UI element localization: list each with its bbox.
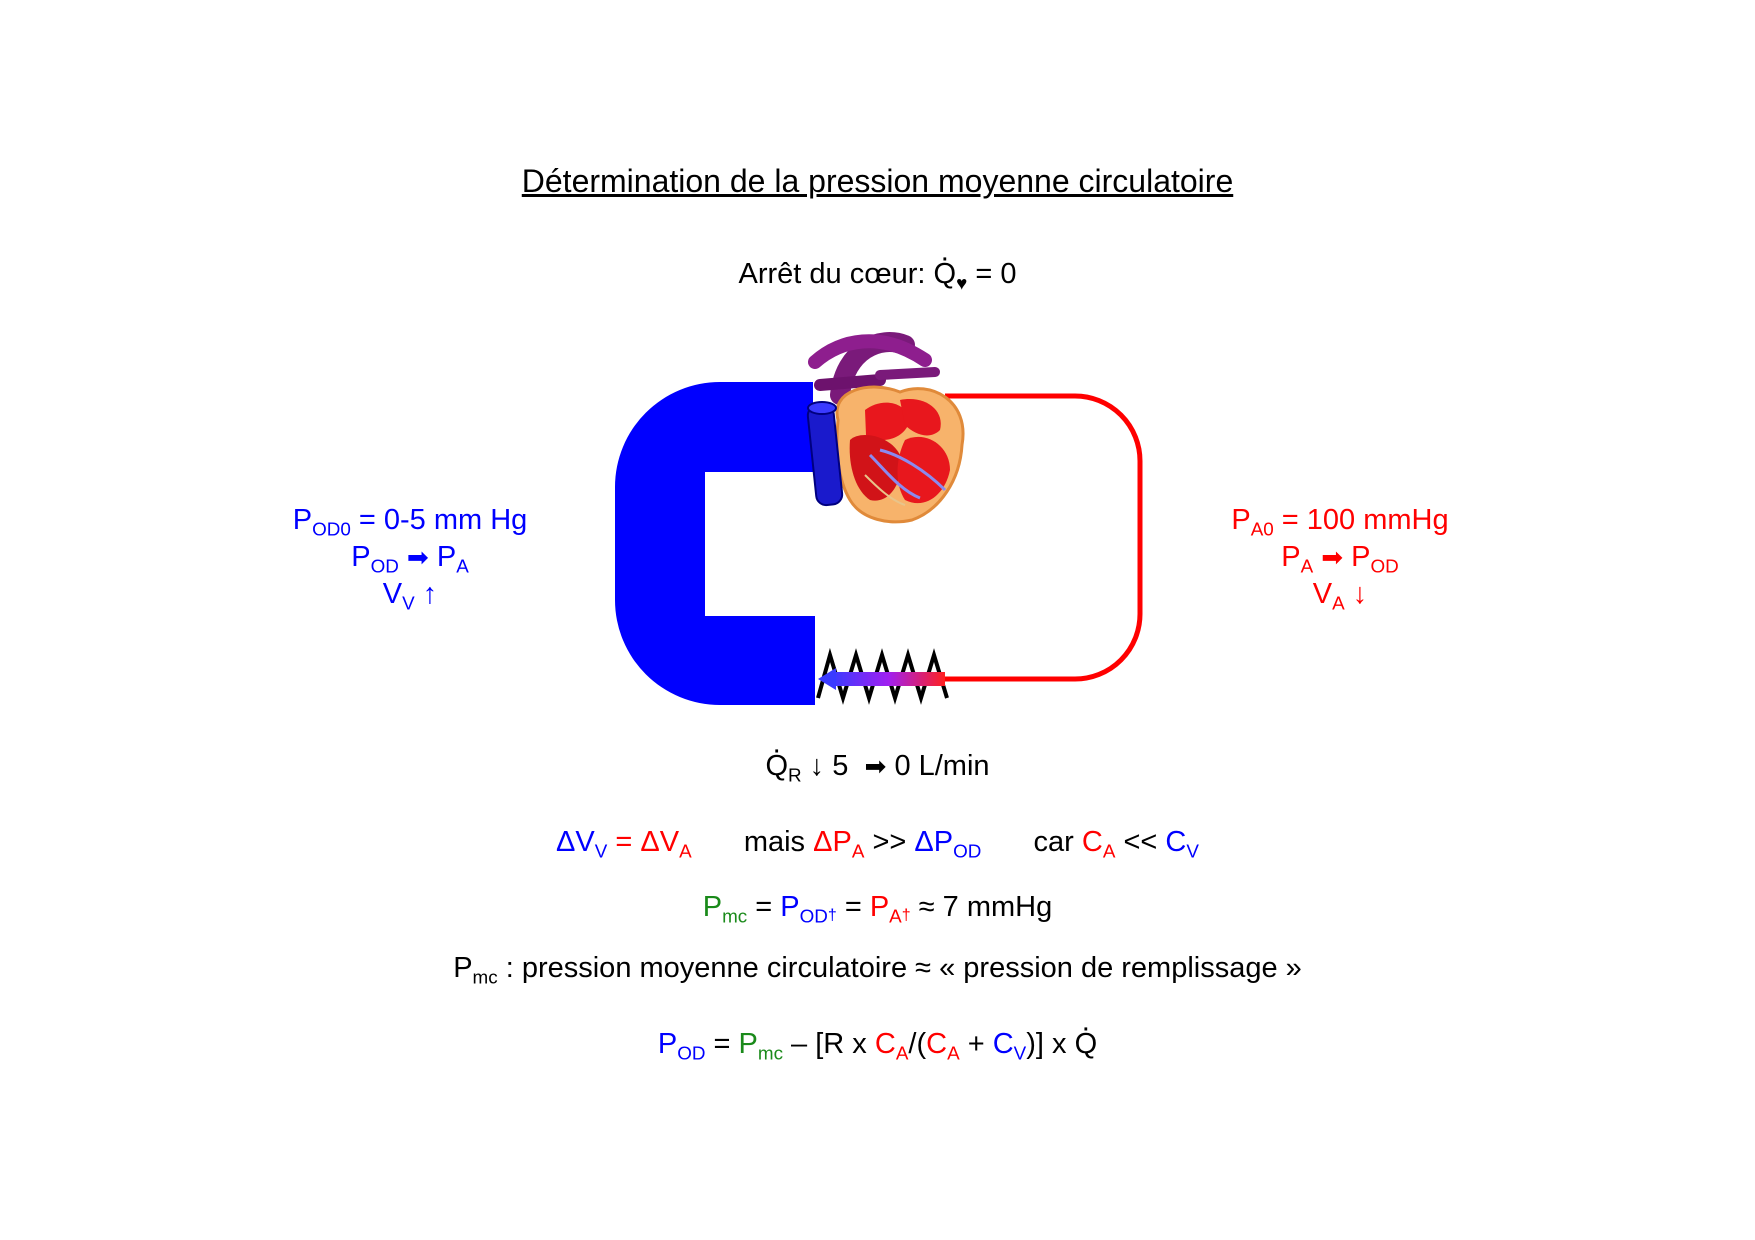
page-title: Détermination de la pression moyenne cir… bbox=[521, 163, 1234, 199]
right-atrial-pressure-equation: POD = Pmc – [R x CA/(CA + CV)] x Q bbox=[0, 1028, 1755, 1063]
venous-reservoir bbox=[615, 382, 815, 705]
right-arrow-icon: ➡ bbox=[1321, 542, 1344, 572]
venous-volume-change: VV ↑ bbox=[382, 578, 438, 614]
return-flow-symbol: Q bbox=[765, 750, 788, 783]
right-arrow-icon: ➡ bbox=[864, 751, 887, 781]
heart-icon bbox=[806, 332, 965, 524]
down-arrow-icon: ↓ bbox=[1352, 578, 1368, 610]
right-arrow-icon: ➡ bbox=[406, 542, 429, 572]
venous-pressure-initial: POD0 = 0-5 mm Hg bbox=[292, 504, 528, 540]
cardiac-output-value: = 0 bbox=[975, 258, 1017, 290]
cardiac-arrest-label: Arrêt du cœur: bbox=[738, 258, 926, 290]
arterial-pressure-transfer: PA ➡ POD bbox=[1281, 541, 1399, 577]
arterial-pressure-initial: PA0 = 100 mmHg bbox=[1231, 504, 1449, 540]
cardiac-arrest-line: Arrêt du cœur: Q♥ = 0 bbox=[0, 258, 1755, 294]
heart-icon: ♥ bbox=[956, 272, 968, 294]
mean-pressure-definition: Pmc : pression moyenne circulatoire ≈ « … bbox=[453, 952, 1302, 988]
venous-pressure-transfer: POD ➡ PA bbox=[351, 541, 469, 577]
arterial-vessel bbox=[945, 393, 1143, 682]
flow-arrow-head bbox=[818, 668, 836, 690]
volume-pressure-equation: ΔVV = ΔVA mais ΔPA >> ΔPOD car CA << CV bbox=[556, 826, 1199, 862]
down-arrow-icon: ↓ bbox=[809, 750, 825, 782]
return-flow-line: QR ↓ 5 ➡ 0 L/min bbox=[0, 750, 1755, 785]
flow-gradient-bar bbox=[832, 672, 945, 686]
cardiac-output-symbol: Q bbox=[934, 258, 957, 291]
up-arrow-icon: ↑ bbox=[422, 578, 438, 610]
cardiac-output-symbol: Q bbox=[1075, 1028, 1098, 1061]
arterial-volume-change: VA ↓ bbox=[1312, 578, 1368, 614]
marker-icon: † bbox=[901, 906, 911, 924]
mean-pressure-equation: Pmc = POD† = PA† ≈ 7 mmHg bbox=[702, 891, 1053, 927]
marker-icon: † bbox=[827, 906, 837, 924]
